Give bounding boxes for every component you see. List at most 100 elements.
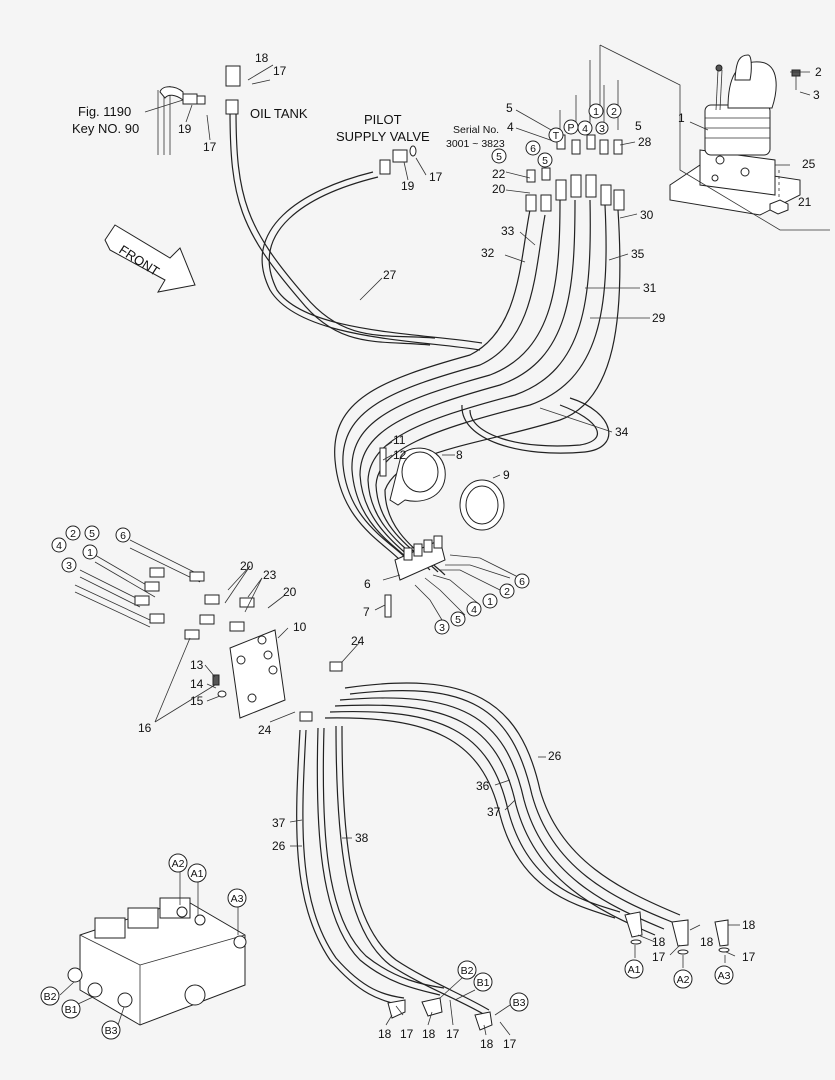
callout-7: 7 [363, 605, 370, 619]
circle-lower-6: 6 [514, 573, 530, 589]
svg-text:1: 1 [87, 547, 93, 559]
svg-text:3: 3 [66, 560, 72, 572]
callout-32: 32 [481, 246, 495, 260]
callout-17: 17 [446, 1027, 460, 1041]
callout-23: 23 [263, 568, 277, 582]
callout-17: 17 [400, 1027, 414, 1041]
svg-text:1: 1 [593, 106, 599, 118]
callout-17: 17 [203, 140, 217, 154]
callout-20: 20 [240, 559, 254, 573]
callout-3: 3 [813, 88, 820, 102]
circle-lower-1: 1 [482, 593, 498, 609]
svg-text:6: 6 [530, 143, 536, 155]
svg-text:B3: B3 [513, 997, 526, 1009]
circle-port-T: T [548, 127, 564, 143]
circle-left-4: 4 [51, 537, 67, 553]
svg-text:A2: A2 [172, 858, 185, 870]
circle-left-5: 5 [84, 525, 100, 541]
circle-lower-2: 2 [499, 583, 515, 599]
callout-26: 26 [548, 749, 562, 763]
lower-right-fittings [387, 911, 730, 1031]
circle-A2-valve: A2 [168, 853, 188, 873]
fig-ref: Fig. 1190 [78, 104, 131, 119]
callout-21: 21 [798, 195, 812, 209]
circle-port-3: 3 [595, 121, 609, 135]
clamp-and-block [379, 447, 505, 618]
circle-B1-hose: B1 [473, 972, 493, 992]
callout-27: 27 [383, 268, 397, 282]
callout-12: 12 [393, 448, 407, 462]
callout-31: 31 [643, 281, 657, 295]
callout-22: 22 [492, 167, 506, 181]
callout-26: 26 [272, 839, 286, 853]
circle-A1-valve: A1 [187, 863, 207, 883]
oil-tank-fittings [157, 65, 417, 175]
svg-text:2: 2 [611, 106, 617, 118]
callout-2: 2 [815, 65, 822, 79]
svg-text:A1: A1 [628, 964, 641, 976]
callout-25: 25 [802, 157, 816, 171]
circle-port-1: 1 [588, 103, 604, 119]
circle-port-P: P [563, 119, 579, 135]
callout-36: 36 [476, 779, 490, 793]
svg-text:B2: B2 [44, 991, 57, 1003]
front-arrow [104, 224, 196, 293]
callout-18: 18 [742, 918, 756, 932]
svg-text:A1: A1 [191, 868, 204, 880]
callout-28: 28 [638, 135, 652, 149]
leader-lines [59, 64, 811, 1036]
callout-9: 9 [503, 468, 510, 482]
serial-range: 3001 ~ 3823 [446, 138, 505, 150]
circle-A2-hose: A2 [673, 969, 693, 989]
left-hose-ends [74, 539, 343, 722]
circle-left-1: 1 [82, 544, 98, 560]
key-ref: Key NO. 90 [72, 121, 139, 136]
block-10 [212, 629, 286, 719]
svg-text:A3: A3 [718, 970, 731, 982]
callout-38: 38 [355, 831, 369, 845]
callout-18: 18 [378, 1027, 392, 1041]
pilot-label: PILOT [364, 112, 402, 127]
svg-text:T: T [553, 130, 560, 142]
callout-29: 29 [652, 311, 666, 325]
circle-port-2: 2 [606, 103, 622, 119]
callout-37: 37 [272, 816, 286, 830]
circled-callouts: 1 2 4 3 P T 6 5 5 6 2 1 4 5 3 2 5 6 4 1 … [40, 103, 734, 1040]
callout-35: 35 [631, 247, 645, 261]
callout-24: 24 [258, 723, 272, 737]
callout-34: 34 [615, 425, 629, 439]
svg-text:B1: B1 [65, 1004, 78, 1016]
callout-6: 6 [364, 577, 371, 591]
callout-5: 5 [506, 101, 513, 115]
callout-15: 15 [190, 694, 204, 708]
callout-1: 1 [678, 111, 685, 125]
circle-lower-5: 5 [450, 611, 466, 627]
callout-17: 17 [503, 1037, 517, 1051]
hose-lower [296, 682, 681, 1016]
callout-17: 17 [429, 170, 443, 184]
circle-left-3: 3 [61, 557, 77, 573]
svg-text:6: 6 [120, 530, 126, 542]
callout-19: 19 [178, 122, 192, 136]
callout-20: 20 [492, 182, 506, 196]
svg-text:3: 3 [599, 123, 605, 135]
svg-text:5: 5 [89, 528, 95, 540]
circle-left-6: 6 [115, 527, 131, 543]
svg-text:4: 4 [56, 540, 62, 552]
callout-20: 20 [283, 585, 297, 599]
callout-18: 18 [255, 51, 269, 65]
callout-18: 18 [652, 935, 666, 949]
callout-33: 33 [501, 224, 515, 238]
callout-37: 37 [487, 805, 501, 819]
oil-tank-label: OIL TANK [250, 106, 308, 121]
svg-text:5: 5 [496, 151, 502, 163]
svg-text:6: 6 [519, 576, 525, 588]
circle-A3-hose: A3 [714, 965, 734, 985]
circle-B3-hose: B3 [509, 992, 529, 1012]
callout-5: 5 [635, 119, 642, 133]
circle-A1-hose: A1 [624, 959, 644, 979]
svg-text:2: 2 [504, 586, 510, 598]
svg-text:A3: A3 [231, 893, 244, 905]
